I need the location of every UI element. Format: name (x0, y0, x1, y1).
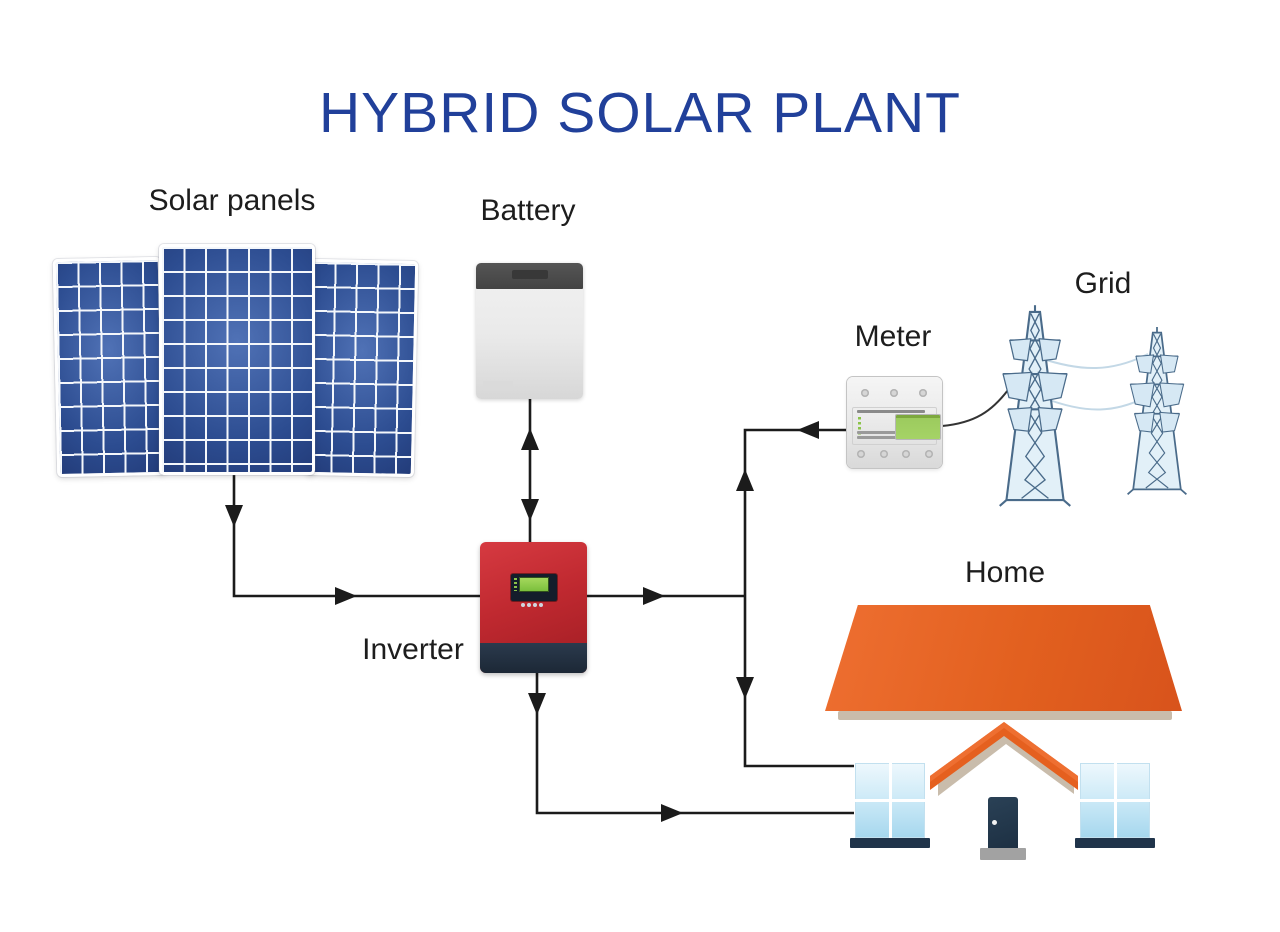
meter-text-line (857, 436, 897, 439)
arrowhead-down (528, 693, 546, 715)
screw-icon (857, 450, 865, 458)
battery-lid (476, 263, 583, 289)
screw-icon (890, 389, 898, 397)
meter-lcd-screen (896, 415, 940, 439)
battery-icon (476, 263, 583, 399)
meter-screws (861, 389, 927, 397)
window-sill (1075, 838, 1155, 848)
battery-sticker (483, 381, 513, 391)
door-knob (992, 820, 997, 825)
solar-panel-icon (305, 258, 419, 478)
battery-label: Battery (480, 194, 576, 227)
screw-icon (879, 450, 888, 458)
house-roof-shadow (838, 711, 1172, 720)
arrowhead-down (225, 505, 243, 527)
solar-panels-label: Solar panels (148, 184, 316, 217)
transmission-tower-icon (1126, 326, 1188, 496)
screw-icon (902, 450, 911, 458)
arrowhead-left (797, 421, 819, 439)
inverter-display (511, 574, 557, 607)
inverter-icon (480, 542, 587, 673)
inverter-led-column (514, 578, 517, 591)
meter-label: Meter (854, 320, 932, 353)
meter-icon (847, 377, 942, 468)
window-sill (850, 838, 930, 848)
arrow-inverter-to-home (535, 672, 854, 815)
transmission-tower-icon (998, 304, 1072, 508)
house-gable (930, 722, 1078, 796)
page-title: HYBRID SOLAR PLANT (319, 81, 961, 145)
arrowhead-up (736, 469, 754, 491)
home-label: Home (964, 556, 1046, 589)
solar-panel-icon (52, 256, 166, 478)
inverter-base-strip (480, 643, 587, 673)
solar-panel-icon (159, 244, 315, 475)
inverter-label: Inverter (362, 633, 464, 666)
meter-text-line (857, 431, 899, 434)
house-door (988, 797, 1018, 848)
arrowhead-down (521, 499, 539, 521)
meter-led-column (858, 417, 861, 435)
screw-icon (861, 389, 869, 397)
arrow-junction-meter (743, 428, 847, 596)
meter-screws (857, 450, 933, 458)
arrowhead-down (736, 677, 754, 699)
inverter-buttons (521, 594, 545, 612)
arrowhead-right (335, 587, 357, 605)
grid-label: Grid (1074, 267, 1132, 300)
house-window (850, 763, 930, 848)
arrowhead-right (643, 587, 665, 605)
arrow-solar-to-inverter (232, 455, 480, 598)
arrowhead-right (661, 804, 683, 822)
battery-handle (511, 270, 548, 279)
inverter-lcd-screen (519, 577, 549, 592)
screw-icon (919, 389, 927, 397)
house-roof (825, 605, 1182, 711)
door-step (980, 848, 1026, 860)
meter-panel (852, 407, 940, 445)
arrowhead-up (521, 428, 539, 450)
meter-title-bar (857, 410, 925, 413)
screw-icon (924, 450, 933, 458)
house-window (1075, 763, 1155, 848)
